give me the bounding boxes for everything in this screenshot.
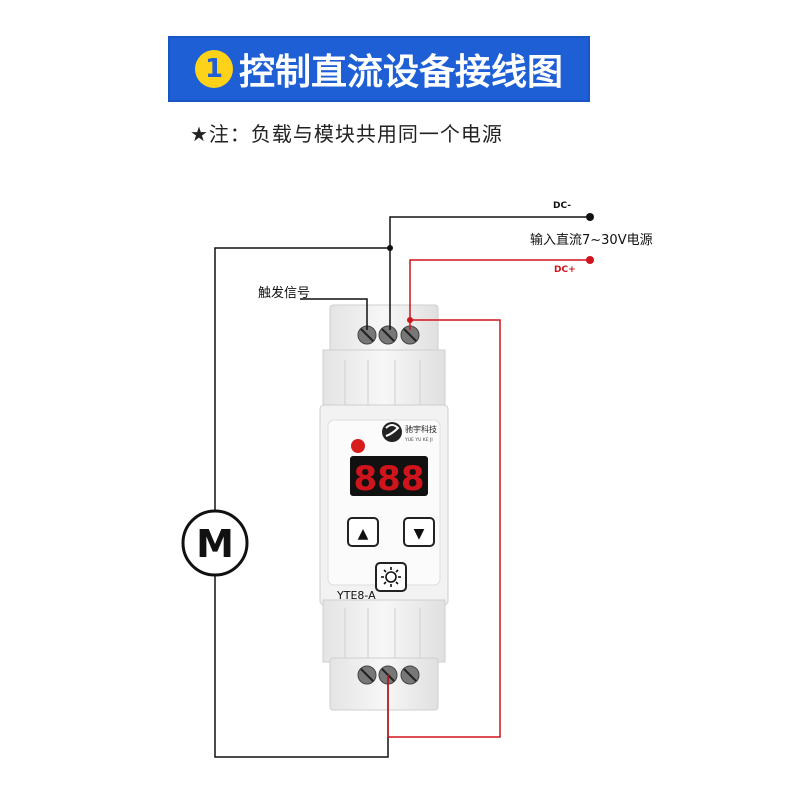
- dc-minus-terminal: [586, 213, 594, 221]
- brand-sub: YUE YU KE JI: [404, 437, 433, 443]
- step-number-badge: 1: [194, 50, 233, 88]
- relay-module: [319, 304, 449, 711]
- red-wires: [387, 259, 590, 738]
- model-label: YTE8-A: [336, 589, 376, 602]
- title-banner: 1 控制直流设备接线图: [168, 36, 590, 102]
- brand-logo: 驰宇科技 YUE YU KE JI: [382, 422, 437, 443]
- down-arrow-icon: ▼: [414, 526, 425, 542]
- up-button[interactable]: ▲: [347, 517, 379, 547]
- trigger-signal-label: 触发信号: [258, 285, 310, 301]
- red-junction-dot: [407, 317, 413, 323]
- up-arrow-icon: ▲: [358, 526, 369, 542]
- dc-plus-label: DC+: [554, 265, 576, 275]
- digital-display: [350, 456, 428, 496]
- junction-dot: [387, 245, 393, 251]
- settings-button[interactable]: [375, 562, 407, 592]
- display-digits: 888: [354, 459, 425, 499]
- down-button[interactable]: ▼: [403, 517, 435, 547]
- bottom-terminal-screws: [357, 665, 420, 685]
- note-text: ★注：负载与模块共用同一个电源: [190, 122, 503, 146]
- motor-load: M: [181, 509, 249, 577]
- motor-m-label: M: [196, 522, 234, 566]
- power-input-label: 输入直流7~30V电源: [530, 232, 653, 248]
- dc-plus-terminal: [586, 256, 594, 264]
- diagram-title: 控制直流设备接线图: [238, 52, 563, 93]
- brand-name: 驰宇科技: [405, 424, 437, 434]
- status-led: [351, 439, 365, 453]
- dc-minus-label: DC-: [553, 201, 571, 211]
- top-terminal-screws: [357, 325, 420, 345]
- gear-icon: [381, 567, 401, 587]
